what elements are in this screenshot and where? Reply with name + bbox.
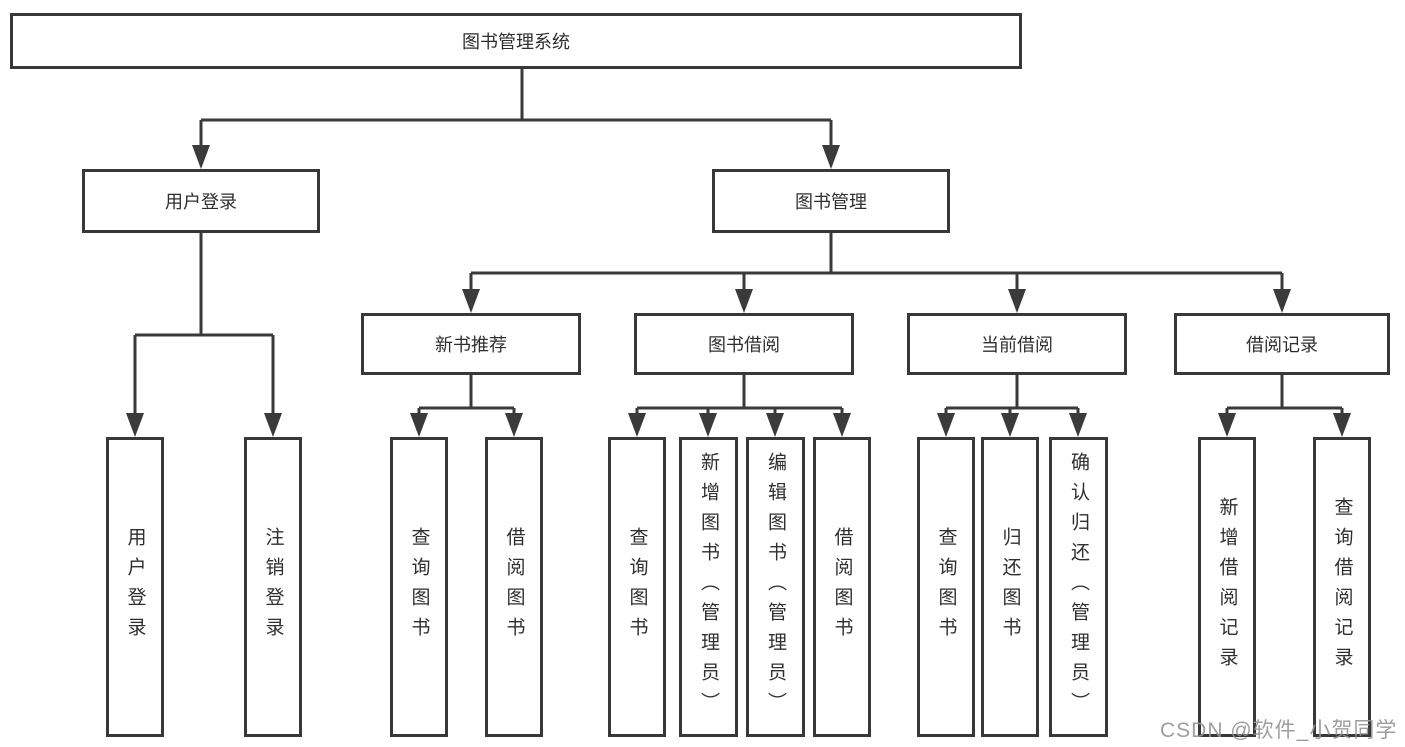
connector-current-borrow-children bbox=[937, 375, 1087, 437]
node-add-book-admin: 新增图书（管理员） bbox=[679, 437, 738, 737]
node-label: 确认归还（管理员） bbox=[1068, 452, 1089, 722]
node-label: 新增图书（管理员） bbox=[698, 452, 719, 722]
node-book-management: 图书管理 bbox=[712, 169, 950, 233]
node-label: 新增借阅记录 bbox=[1216, 497, 1238, 677]
node-label: 图书管理系统 bbox=[462, 32, 570, 52]
node-user-login: 用户登录 bbox=[82, 169, 320, 233]
node-query-books-recommend: 查询图书 bbox=[390, 437, 448, 737]
node-label: 借阅记录 bbox=[1246, 335, 1318, 355]
node-confirm-return-admin: 确认归还（管理员） bbox=[1049, 437, 1108, 737]
connector-borrow-records-children bbox=[1218, 375, 1351, 437]
node-borrow-books-recommend: 借阅图书 bbox=[485, 437, 543, 737]
connector-new-book-children bbox=[410, 375, 523, 437]
node-add-borrow-record: 新增借阅记录 bbox=[1198, 437, 1256, 737]
node-label: 图书管理 bbox=[795, 192, 867, 212]
node-query-borrow-record: 查询借阅记录 bbox=[1313, 437, 1371, 737]
node-label: 用户登录 bbox=[165, 192, 237, 212]
node-borrow-records: 借阅记录 bbox=[1174, 313, 1390, 375]
connector-user-login-children bbox=[126, 233, 282, 437]
node-current-borrow: 当前借阅 bbox=[907, 313, 1127, 375]
node-label: 图书借阅 bbox=[708, 335, 780, 355]
node-edit-book-admin: 编辑图书（管理员） bbox=[746, 437, 805, 737]
node-logout: 注销登录 bbox=[244, 437, 302, 737]
connector-root-to-level2 bbox=[192, 69, 840, 169]
node-label: 查询借阅记录 bbox=[1331, 497, 1353, 677]
connector-book-borrow-children bbox=[628, 375, 851, 437]
node-query-books-borrow: 查询图书 bbox=[608, 437, 666, 737]
node-user-login-leaf: 用户登录 bbox=[106, 437, 164, 737]
watermark: CSDN @软件_小贺同学 bbox=[1160, 719, 1398, 742]
node-label: 查询图书 bbox=[408, 527, 430, 647]
connector-book-management-children bbox=[462, 233, 1291, 313]
node-label: 查询图书 bbox=[626, 527, 648, 647]
node-new-book-recommend: 新书推荐 bbox=[361, 313, 581, 375]
node-query-books-current: 查询图书 bbox=[917, 437, 975, 737]
node-label: 归还图书 bbox=[999, 527, 1021, 647]
node-label: 借阅图书 bbox=[503, 527, 525, 647]
node-label: 当前借阅 bbox=[981, 335, 1053, 355]
node-borrow-books-leaf: 借阅图书 bbox=[813, 437, 871, 737]
node-label: 查询图书 bbox=[935, 527, 957, 647]
node-label: 新书推荐 bbox=[435, 335, 507, 355]
node-label: 注销登录 bbox=[262, 527, 284, 647]
node-label: 借阅图书 bbox=[831, 527, 853, 647]
node-label: 用户登录 bbox=[124, 527, 146, 647]
node-library-system: 图书管理系统 bbox=[10, 13, 1022, 69]
node-return-books: 归还图书 bbox=[981, 437, 1039, 737]
node-book-borrow: 图书借阅 bbox=[634, 313, 854, 375]
node-label: 编辑图书（管理员） bbox=[765, 452, 786, 722]
